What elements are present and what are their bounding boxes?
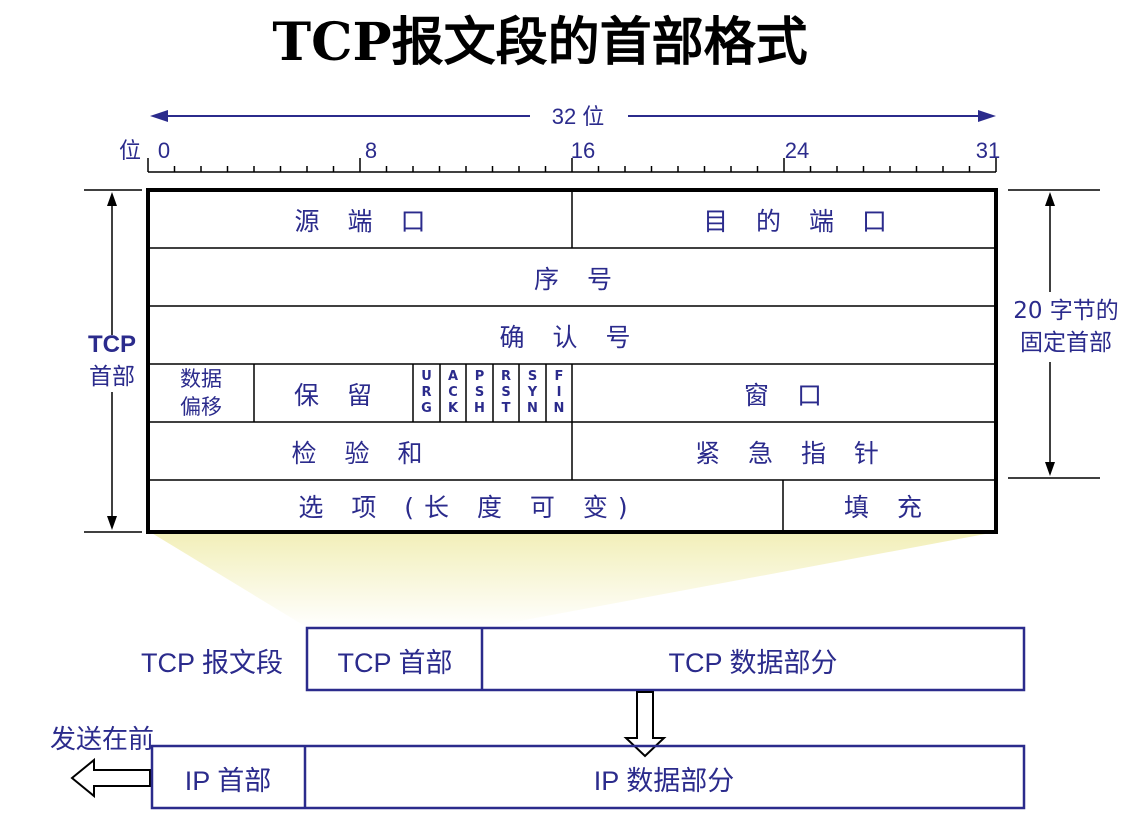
field-data-offset-line2: 偏移 [180, 395, 222, 419]
header-table [146, 188, 998, 534]
zoom-funnel [150, 532, 996, 628]
bit-mark-24: 24 [785, 138, 809, 163]
bit-mark-8: 8 [365, 138, 377, 163]
field-reserved: 保 留 [294, 381, 382, 410]
diagram-title: TCP报文段的首部格式 [272, 12, 807, 73]
send-first-label: 发送在前 [50, 725, 154, 755]
field-source-port: 源 端 口 [295, 207, 436, 236]
tcp-segment-box [305, 626, 1026, 692]
field-data-offset-line1: 数据 [180, 367, 222, 391]
bit-label: 位 [119, 138, 141, 163]
field-sequence-number: 序 号 [534, 265, 622, 294]
field-urgent-pointer: 紧 急 指 针 [695, 439, 889, 468]
bit-mark-0: 0 [158, 138, 170, 163]
segment-header: TCP 首部 [337, 648, 452, 678]
ip-header: IP 首部 [185, 766, 272, 796]
field-ack-number: 确 认 号 [500, 323, 641, 352]
right-bracket [1008, 189, 1100, 479]
bit-span-label: 32 位 [552, 104, 605, 129]
left-label-header: 首部 [89, 364, 135, 390]
right-label-line1: 20 字节的 [1013, 298, 1119, 324]
field-dest-port: 目 的 端 口 [703, 207, 897, 236]
segment-data: TCP 数据部分 [668, 648, 837, 678]
segment-label: TCP 报文段 [141, 648, 283, 678]
bit-ruler [147, 158, 997, 173]
field-padding: 填 充 [844, 493, 932, 522]
right-label-line2: 固定首部 [1020, 330, 1112, 356]
send-direction-arrow [70, 757, 151, 799]
field-checksum: 检 验 和 [292, 439, 433, 468]
field-options: 选 项 (长 度 可 变) [298, 493, 637, 522]
bit-mark-16: 16 [571, 138, 595, 163]
field-window: 窗 口 [744, 381, 832, 410]
left-bracket [84, 189, 142, 533]
bit-span-arrow [150, 110, 996, 122]
left-label-tcp: TCP [88, 331, 136, 358]
ip-data: IP 数据部分 [594, 766, 735, 796]
ip-packet-box [150, 744, 1026, 810]
